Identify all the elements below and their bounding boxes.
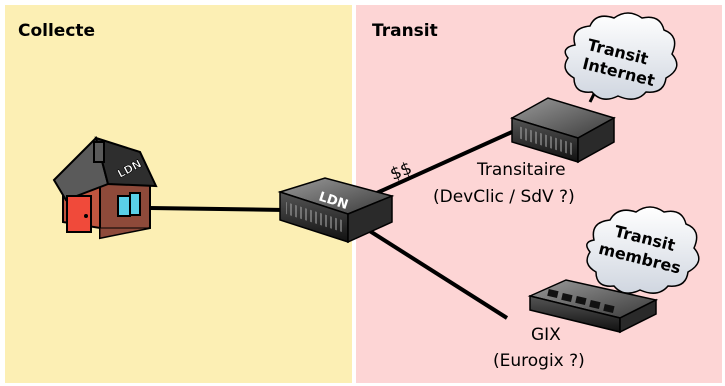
collecte-title: Collecte bbox=[18, 21, 95, 41]
link-router-gix bbox=[363, 226, 509, 320]
link-router-transit bbox=[369, 130, 513, 198]
transit-title: Transit bbox=[372, 21, 438, 41]
transit-label-line2: (DevClic / SdV ?) bbox=[433, 187, 575, 207]
cloud-transit-internet-icon: Transit Internet bbox=[564, 12, 678, 100]
cloud-transit-membres-icon: Transit membres bbox=[586, 206, 700, 294]
gix-label-line2: (Eurogix ?) bbox=[493, 351, 585, 371]
gix-switch-icon bbox=[527, 279, 659, 334]
router-icon: LDN bbox=[277, 177, 395, 244]
gix-label-line1: GIX bbox=[531, 325, 561, 345]
transit-server-icon bbox=[510, 97, 616, 164]
link-house-router bbox=[149, 206, 286, 212]
house-icon: LDN bbox=[52, 136, 158, 240]
transit-label-line1: Transitaire bbox=[476, 160, 566, 180]
